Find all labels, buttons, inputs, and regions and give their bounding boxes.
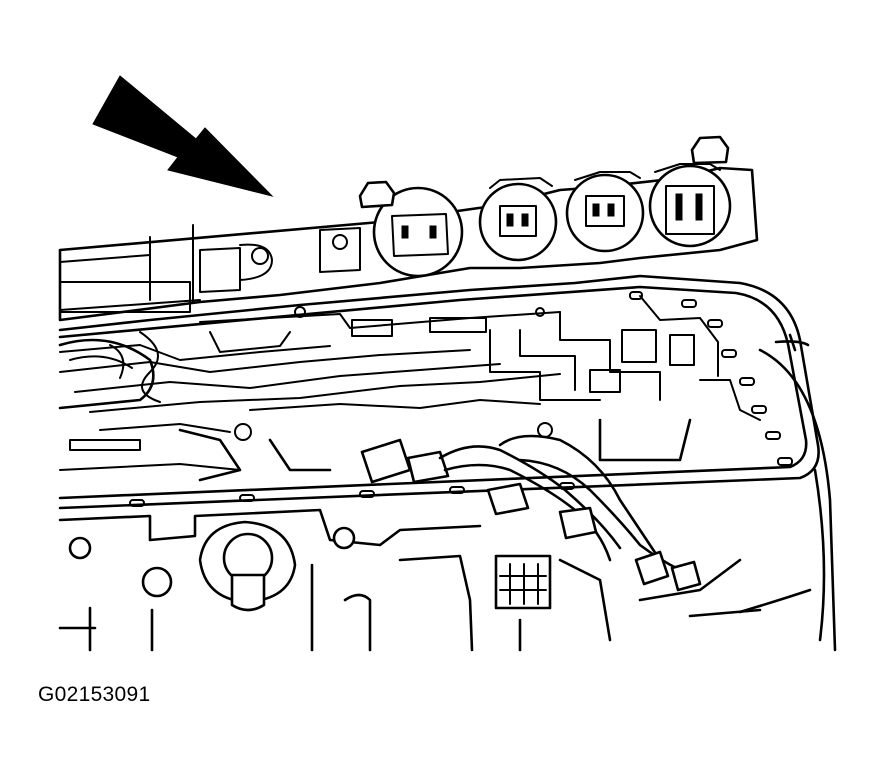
solenoid-assembly — [58, 135, 759, 322]
fluid-passages — [59, 295, 761, 471]
figure-id-label: G02153091 — [38, 683, 151, 706]
transmission-case — [58, 333, 837, 652]
valve-body-plate — [58, 274, 820, 510]
left-cavity — [58, 338, 155, 410]
pointer-arrow-icon — [92, 75, 274, 197]
wiring-harness — [360, 434, 702, 610]
